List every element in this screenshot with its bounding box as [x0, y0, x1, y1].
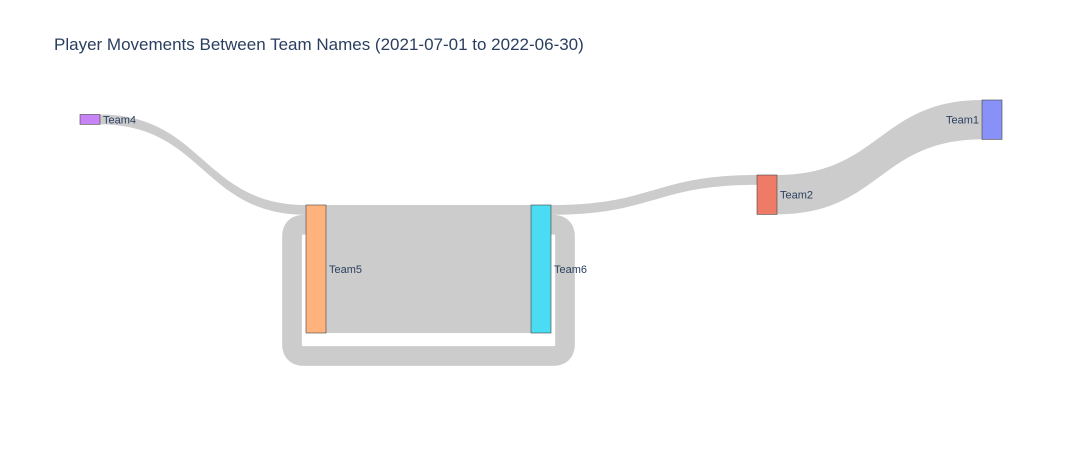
node-team5[interactable]: [305, 204, 327, 334]
link-team2-to-team1[interactable]: [777, 100, 982, 215]
node-label-team2: Team2: [780, 190, 813, 202]
node-label-team5: Team5: [329, 264, 362, 276]
node-label-team1: Team1: [946, 115, 979, 127]
link-team5-to-team6[interactable]: [326, 205, 531, 333]
node-team1[interactable]: [981, 99, 1003, 140]
chart-title: Player Movements Between Team Names (202…: [54, 35, 584, 54]
node-team4[interactable]: [79, 114, 101, 125]
nodes-layer: [79, 99, 1003, 334]
link-team6-to-team2[interactable]: [551, 175, 757, 215]
link-team6-to-team5[interactable]: [282, 214, 575, 366]
node-label-team4: Team4: [103, 114, 136, 126]
link-team4-to-team5[interactable]: [100, 114, 306, 215]
node-label-team6: Team6: [554, 264, 587, 276]
node-team6[interactable]: [530, 204, 552, 334]
node-team2[interactable]: [756, 174, 778, 215]
links-layer: [100, 100, 982, 366]
